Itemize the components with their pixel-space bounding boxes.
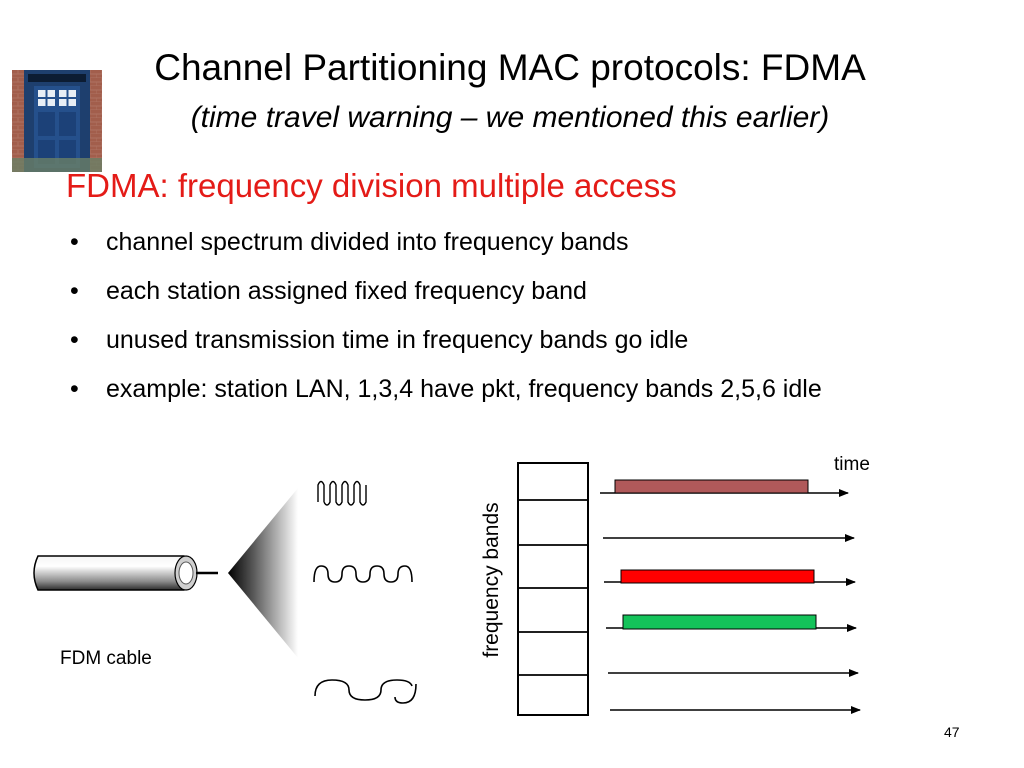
- low-frequency-wave-icon: [314, 679, 417, 704]
- fdma-heading: FDMA: frequency division multiple access: [66, 167, 677, 204]
- band-1-packet: [614, 479, 809, 494]
- band-3-packet: [620, 569, 815, 584]
- frequency-bands-label: frequency bands: [480, 502, 503, 658]
- bullet-list: • channel spectrum divided into frequenc…: [70, 224, 950, 420]
- page-number: 47: [944, 724, 960, 740]
- bullet-symbol: •: [70, 375, 79, 403]
- bullet-text: channel spectrum divided into frequency …: [106, 228, 629, 256]
- bullet-item: • example: station LAN, 1,3,4 have pkt, …: [70, 371, 950, 407]
- bullet-symbol: •: [70, 228, 79, 256]
- slide-title: Channel Partitioning MAC protocols: FDMA: [154, 47, 866, 88]
- fdm-cable-label: FDM cable: [60, 648, 152, 669]
- medium-frequency-wave-icon: [313, 565, 413, 583]
- high-frequency-wave-icon: [317, 480, 367, 506]
- police-box-photo: [12, 70, 102, 172]
- bullet-text: example: station LAN, 1,3,4 have pkt, fr…: [106, 375, 822, 403]
- bullet-symbol: •: [70, 277, 79, 305]
- bullet-text: each station assigned fixed frequency ba…: [106, 277, 587, 305]
- bullet-symbol: •: [70, 326, 79, 354]
- bullet-item: • each station assigned fixed frequency …: [70, 273, 950, 309]
- frequency-spread-cone: [228, 488, 298, 658]
- bullet-text: unused transmission time in frequency ba…: [106, 326, 689, 354]
- frequency-bands-box: [517, 462, 589, 716]
- fdm-cable: [33, 555, 218, 591]
- bullet-item: • unused transmission time in frequency …: [70, 322, 950, 358]
- band-4-packet: [622, 614, 817, 630]
- slide-subtitle: (time travel warning – we mentioned this…: [190, 101, 830, 134]
- bullet-item: • channel spectrum divided into frequenc…: [70, 224, 950, 260]
- time-label: time: [834, 454, 870, 475]
